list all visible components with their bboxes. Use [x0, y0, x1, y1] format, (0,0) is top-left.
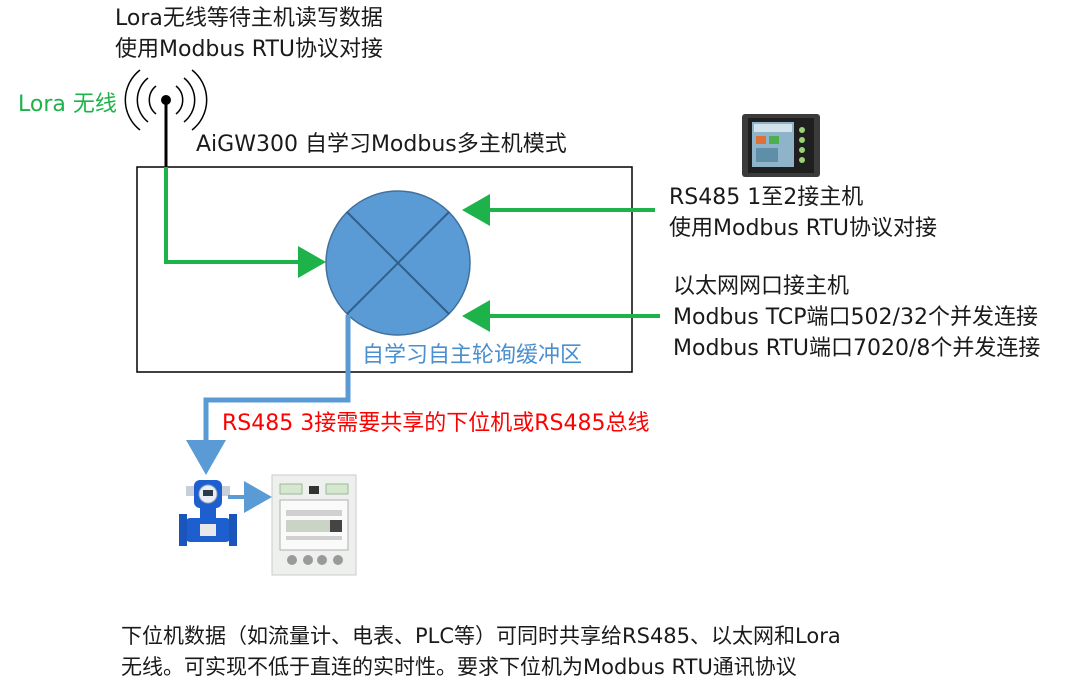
flowmeter-icon [179, 480, 237, 546]
rs485-master-line2: 使用Modbus RTU协议对接 [669, 216, 937, 241]
lora-link-arrow [164, 167, 326, 278]
rs485-master-text: RS485 1至2接主机 使用Modbus RTU协议对接 [669, 182, 937, 244]
ethernet-master-text: 以太网网口接主机 Modbus TCP端口502/32个并发连接 Modbus … [673, 271, 1040, 364]
footer-line1: 下位机数据（如流量计、电表、PLC等）可同时共享给RS485、以太网和Lora [121, 624, 841, 648]
rs485-master-line1: RS485 1至2接主机 [669, 185, 864, 210]
slave-link-arrow [186, 315, 351, 475]
ethernet-master-line3: Modbus RTU端口7020/8个并发连接 [673, 336, 1041, 361]
lora-note: Lora无线等待主机读写数据 使用Modbus RTU协议对接 [115, 3, 383, 65]
footer-note: 下位机数据（如流量计、电表、PLC等）可同时共享给RS485、以太网和Lora … [121, 621, 841, 683]
gateway-box [136, 166, 633, 373]
ethernet-master-line2: Modbus TCP端口502/32个并发连接 [673, 305, 1038, 330]
ethernet-master-line1: 以太网网口接主机 [673, 274, 850, 299]
lora-label: Lora 无线 [18, 92, 117, 117]
buffer-circle [325, 190, 471, 336]
slave-label: RS485 3接需要共享的下位机或RS485总线 [222, 411, 650, 436]
hmi-panel-icon [742, 114, 820, 177]
footer-line2: 无线。可实现不低于直连的实时性。要求下位机为Modbus RTU通讯协议 [121, 655, 797, 679]
lora-note-line2: 使用Modbus RTU协议对接 [115, 37, 383, 62]
electric-meter-icon [271, 474, 357, 576]
antenna-icon [124, 69, 208, 167]
lora-note-line1: Lora无线等待主机读写数据 [115, 6, 383, 31]
gateway-title: AiGW300 自学习Modbus多主机模式 [196, 132, 567, 157]
buffer-label: 自学习自主轮询缓冲区 [362, 343, 583, 368]
